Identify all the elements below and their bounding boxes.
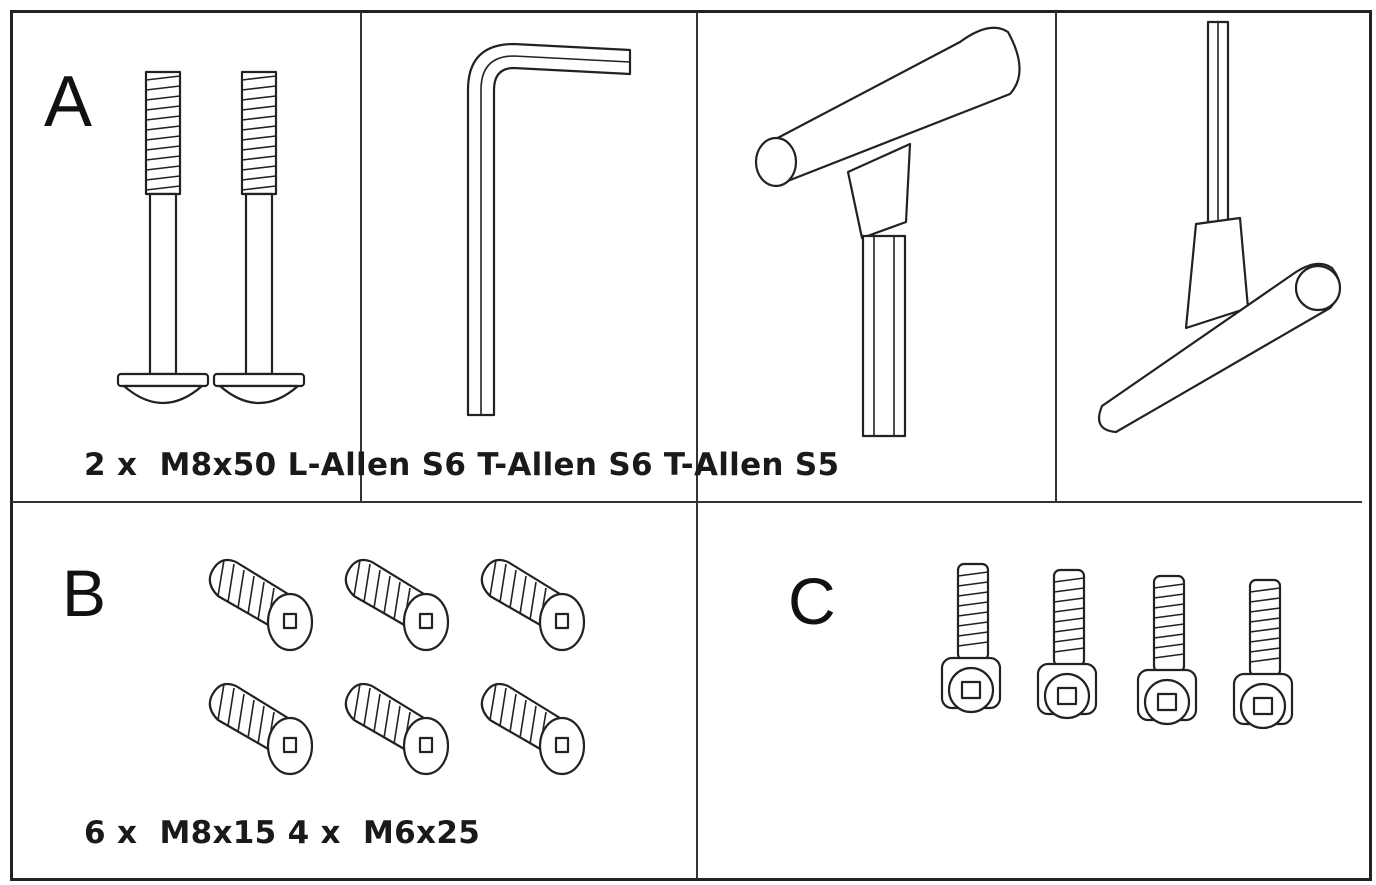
panel-a-caption: 2 x M8x50 L-Allen S6 T-Allen S6 T-Allen … bbox=[84, 447, 840, 483]
m8x15-button-head-screw-icon bbox=[208, 558, 586, 776]
divider-a1 bbox=[360, 12, 362, 502]
t-allen-key-icon bbox=[754, 26, 1021, 438]
m6x25-socket-head-screw-icon bbox=[940, 562, 1294, 730]
divider-a3 bbox=[1055, 12, 1057, 502]
l-allen-key-icon bbox=[466, 42, 632, 417]
t-allen-key-icon bbox=[1098, 20, 1342, 434]
divider-horizontal bbox=[12, 501, 1362, 503]
panel-b-letter: B bbox=[62, 556, 107, 630]
m8x50-bolt-icon bbox=[116, 70, 306, 405]
outer-frame bbox=[10, 10, 1372, 881]
panel-a-letter: A bbox=[44, 62, 93, 142]
panel-b-caption: 6 x M8x15 4 x M6x25 bbox=[84, 815, 481, 851]
divider-a2 bbox=[696, 12, 698, 879]
panel-c-letter: C bbox=[788, 564, 836, 638]
